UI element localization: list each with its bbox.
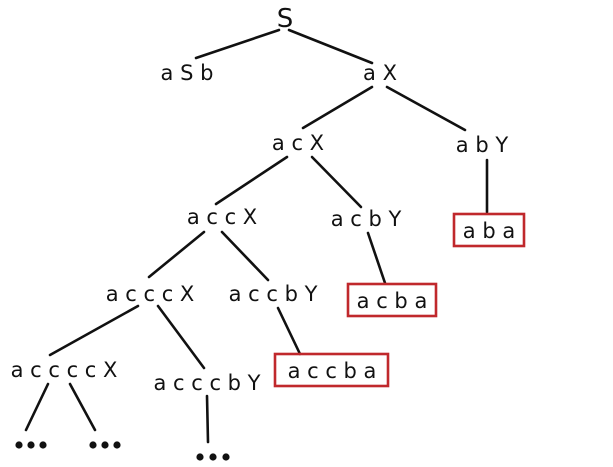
edge-acccx-accccx bbox=[48, 304, 140, 357]
node-acccby: a c c c b Y bbox=[153, 371, 260, 395]
ellipsis-dot bbox=[222, 453, 230, 461]
ellipsis-dot bbox=[39, 441, 47, 449]
ellipsis-dot bbox=[196, 453, 204, 461]
ellipsis-dot bbox=[89, 441, 97, 449]
node-aba: a b a bbox=[463, 219, 515, 243]
edge-acccby-down bbox=[205, 394, 210, 444]
edge-accccx-left bbox=[24, 382, 50, 432]
edge-acx-acby bbox=[310, 155, 363, 209]
ellipsis-dot bbox=[15, 441, 23, 449]
edge-accx-acccx bbox=[147, 230, 206, 279]
terminal-box-acba bbox=[346, 282, 438, 318]
node-accccx: a c c c c X bbox=[11, 358, 118, 382]
edge-ax-acx bbox=[301, 85, 374, 130]
ellipsis-dot bbox=[101, 441, 109, 449]
edge-accx-accby bbox=[220, 230, 270, 282]
ellipsis-dot bbox=[209, 453, 217, 461]
node-acccx: a c c c X bbox=[106, 282, 195, 306]
tree-edges bbox=[24, 28, 489, 444]
edge-accby-accba bbox=[276, 306, 302, 356]
node-asb: a S b bbox=[161, 61, 214, 85]
terminal-box-accba bbox=[273, 352, 390, 388]
node-aby: a b Y bbox=[456, 133, 509, 157]
node-accby: a c c b Y bbox=[229, 282, 318, 306]
node-ax: a X bbox=[363, 61, 397, 85]
edge-acby-acba bbox=[366, 231, 387, 285]
ellipsis-middle bbox=[89, 441, 121, 449]
node-acby: a c b Y bbox=[331, 207, 402, 231]
edge-acx-accx bbox=[214, 155, 289, 206]
edge-s-ax bbox=[287, 28, 374, 65]
edge-s-asb bbox=[194, 28, 281, 60]
edge-ax-aby bbox=[385, 85, 467, 132]
node-acba: a c b a bbox=[357, 289, 428, 313]
terminal-box-aba bbox=[452, 212, 526, 248]
node-root: S bbox=[277, 4, 294, 34]
node-accx: a c c X bbox=[187, 205, 257, 229]
edge-accccx-right bbox=[68, 382, 97, 432]
ellipsis-dot bbox=[113, 441, 121, 449]
terminal-boxes bbox=[273, 212, 526, 388]
node-acx: a c X bbox=[272, 131, 324, 155]
node-accba: a c c b a bbox=[288, 359, 377, 383]
ellipsis-right bbox=[196, 453, 230, 461]
tree-nodes: S a S b a X a c X a b Y a c c X a c b Y … bbox=[11, 4, 516, 395]
ellipsis-dot bbox=[27, 441, 35, 449]
edge-acccx-acccby bbox=[156, 304, 206, 370]
ellipsis-left bbox=[15, 441, 47, 449]
